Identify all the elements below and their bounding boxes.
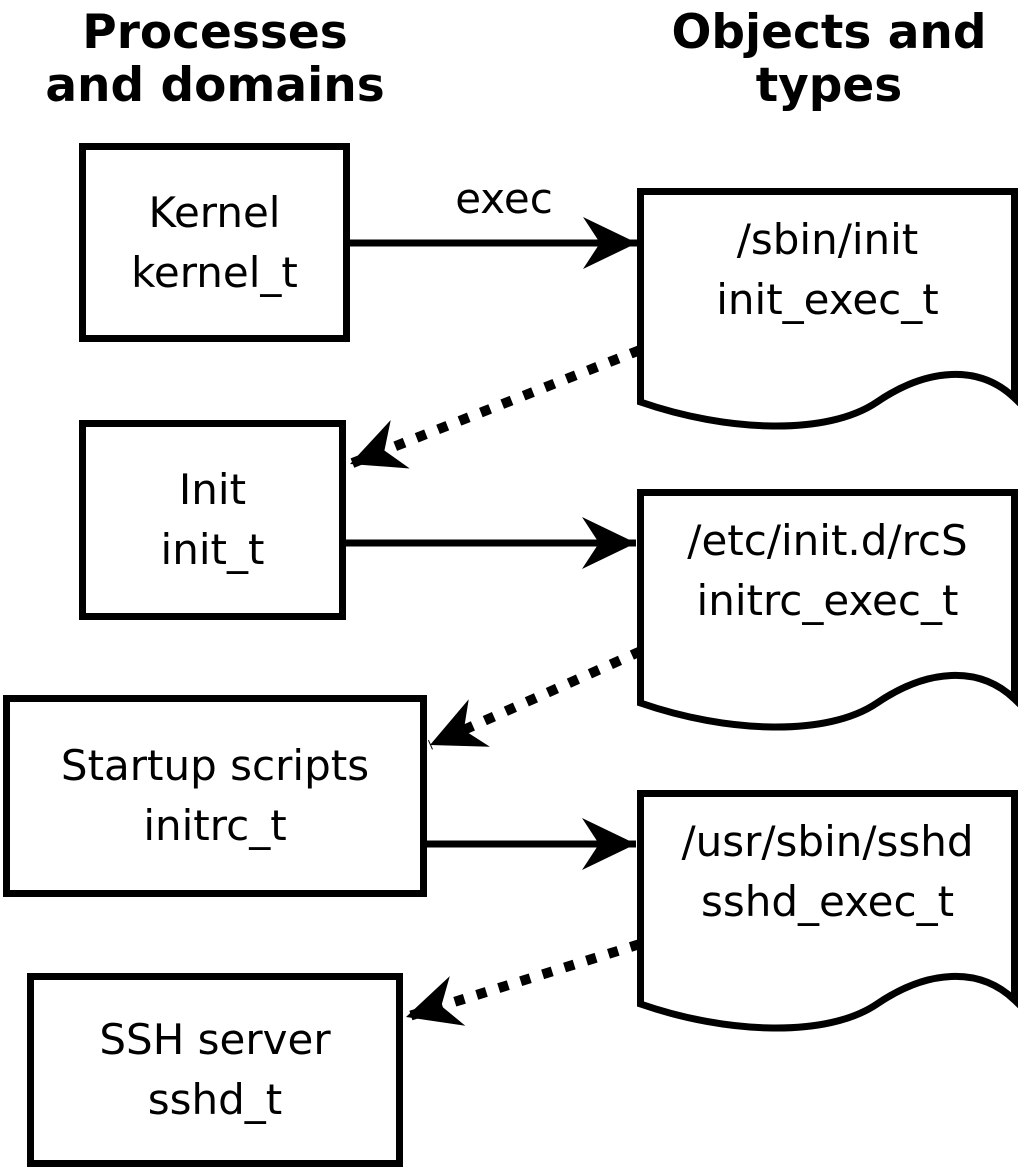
process-node-init: Init init_t xyxy=(79,420,346,620)
process-node-ssh-server: SSH server sshd_t xyxy=(27,973,403,1167)
process-node-kernel: Kernel kernel_t xyxy=(79,143,350,342)
dotted-arrow-rcs-to-startup-scripts xyxy=(427,646,644,750)
process-node-init-label: Init xyxy=(178,465,247,514)
edge-label-exec: exec xyxy=(455,174,553,223)
object-node-etc-initd-rcs: /etc/init.d/rcS initrc_exec_t xyxy=(637,489,1018,747)
dotted-arrow-sshd-to-ssh-server xyxy=(404,939,642,1026)
object-node-etc-initd-rcs-type: initrc_exec_t xyxy=(696,576,959,625)
process-node-ssh-server-label: SSH server xyxy=(99,1015,331,1064)
process-node-kernel-type: kernel_t xyxy=(131,247,298,297)
object-node-sbin-init-type: init_exec_t xyxy=(716,275,939,324)
object-node-usr-sbin-sshd: /usr/sbin/sshd sshd_exec_t xyxy=(637,790,1018,1048)
column-header-objects-line2: types xyxy=(755,58,903,113)
process-node-startup-scripts-label: Startup scripts xyxy=(60,741,370,790)
object-node-sbin-init: /sbin/init init_exec_t xyxy=(637,188,1018,446)
object-node-sbin-init-path: /sbin/init xyxy=(736,215,919,264)
object-node-usr-sbin-sshd-type: sshd_exec_t xyxy=(700,877,955,926)
process-node-startup-scripts: Startup scripts initrc_t xyxy=(3,695,427,897)
process-node-startup-scripts-type: initrc_t xyxy=(143,801,287,850)
dotted-arrow-sbin-init-to-init xyxy=(348,345,642,469)
column-header-objects: Objects and types xyxy=(634,6,1024,112)
document-shape-icon xyxy=(637,188,1018,430)
column-header-objects-line1: Objects and xyxy=(671,5,987,60)
column-header-processes-line1: Processes xyxy=(82,5,348,60)
column-header-processes: Processes and domains xyxy=(15,6,415,112)
process-node-kernel-label: Kernel xyxy=(148,187,281,237)
object-node-usr-sbin-sshd-path: /usr/sbin/sshd xyxy=(681,817,974,866)
process-node-init-type: init_t xyxy=(160,525,265,574)
process-node-ssh-server-type: sshd_t xyxy=(147,1075,283,1124)
document-shape-icon xyxy=(637,489,1018,731)
column-header-processes-line2: and domains xyxy=(45,58,385,113)
document-shape-icon xyxy=(637,790,1018,1032)
object-node-etc-initd-rcs-path: /etc/init.d/rcS xyxy=(687,516,968,565)
